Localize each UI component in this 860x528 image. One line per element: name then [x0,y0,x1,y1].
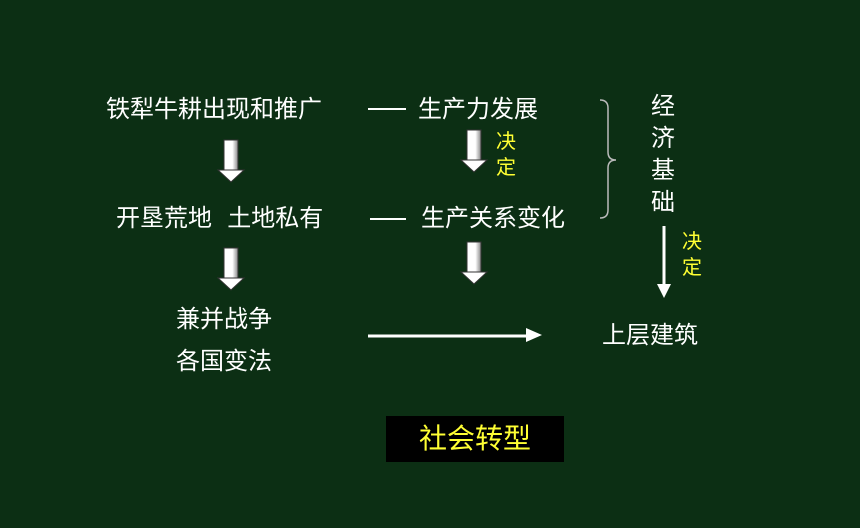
determines-label-2: 决 定 [682,229,702,279]
land-reclaim-text: 开垦荒地 土地私有 [116,204,324,232]
determines-label-1: 决 定 [496,129,516,179]
economic-base-text: 经 济 基 础 [651,92,675,216]
down-arrow-left-1 [216,139,246,183]
superstructure-text: 上层建筑 [602,321,698,349]
row2-connector-dash [370,218,406,220]
state-reforms-text: 各国变法 [176,347,272,375]
productivity-text: 生产力发展 [418,95,538,123]
iron-plough-text: 铁犁牛耕出现和推广 [106,95,322,123]
down-arrow-base-to-super [657,226,671,298]
row1-connector-dash [368,108,406,110]
relations-of-production-text: 生产关系变化 [421,204,565,232]
annexation-wars-text: 兼并战争 [176,305,272,333]
social-transformation-banner: 社会转型 [386,416,564,462]
right-arrow-to-superstructure [368,328,542,342]
down-arrow-right-1 [459,129,489,173]
down-arrow-right-2 [459,241,489,285]
down-arrow-left-2 [216,247,246,291]
economic-base-bracket [599,99,617,219]
